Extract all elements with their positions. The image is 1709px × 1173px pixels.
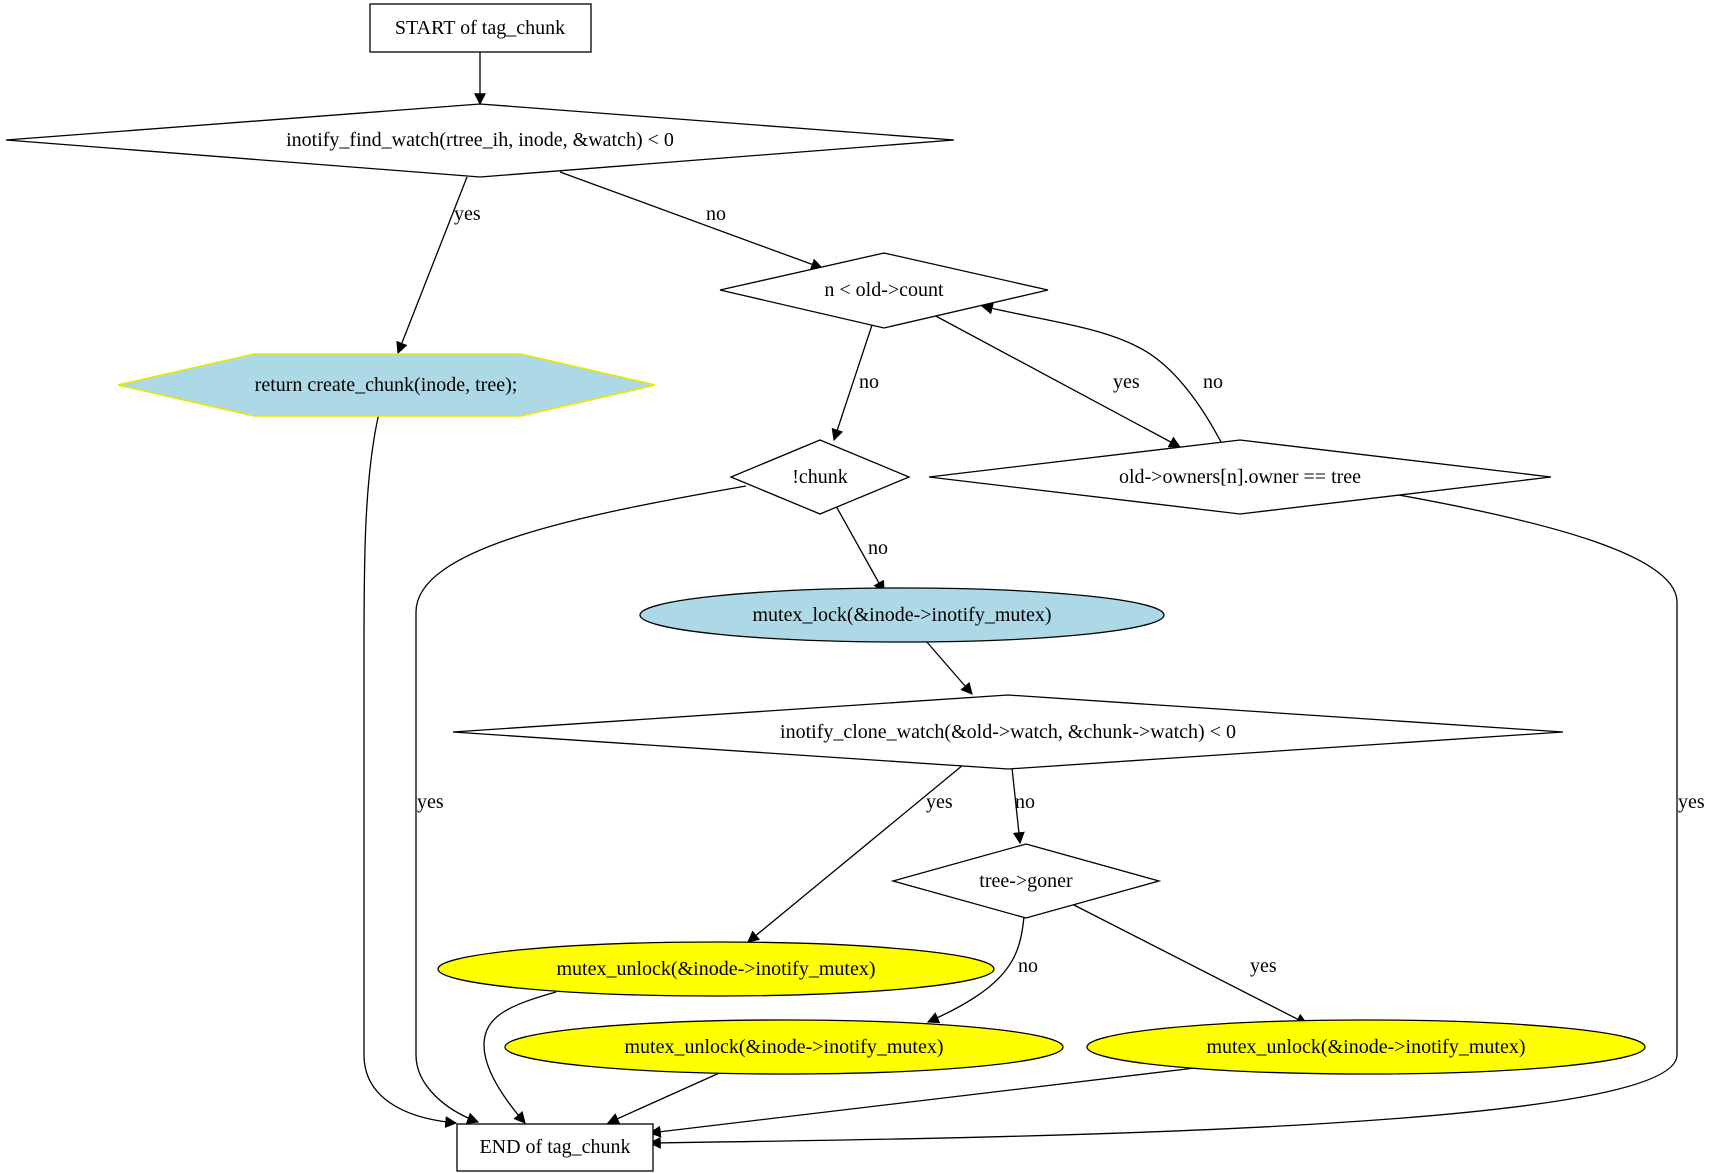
edge-label-owner-no: no <box>1203 371 1223 393</box>
node-not-chunk-decision[interactable]: !chunk <box>729 439 911 515</box>
edge-return-to-end <box>363 412 458 1129</box>
edge-labels: yes no no yes no yes yes no yes no no ye… <box>417 203 1705 977</box>
node-owner-label: old->owners[n].owner == tree <box>1119 466 1361 488</box>
edge-chunk-yes <box>415 485 747 1124</box>
edge-label-find-no: no <box>706 203 726 225</box>
node-clone-watch-label: inotify_clone_watch(&old->watch, &chunk-… <box>780 721 1236 743</box>
node-end-label: END of tag_chunk <box>479 1136 630 1158</box>
node-mutex-unlock-a-label: mutex_unlock(&inode->inotify_mutex) <box>557 958 876 980</box>
edge-clone-yes <box>747 764 964 943</box>
edge-label-chunk-yes: yes <box>417 791 444 813</box>
node-clone-watch-decision[interactable]: inotify_clone_watch(&old->watch, &chunk-… <box>452 694 1564 770</box>
edge-unlock-a-to-end <box>483 991 557 1124</box>
node-mutex-lock-label: mutex_lock(&inode->inotify_mutex) <box>753 604 1052 626</box>
edge-clone-no <box>1011 767 1025 845</box>
edge-label-clone-yes: yes <box>926 791 953 813</box>
edge-count-yes <box>931 313 1182 448</box>
node-owner-decision[interactable]: old->owners[n].owner == tree <box>928 439 1552 515</box>
edge-find-watch-no <box>559 171 824 270</box>
edge-goner-no <box>926 916 1025 1024</box>
node-start[interactable]: START of tag_chunk <box>369 3 592 53</box>
edge-label-owner-yes: yes <box>1678 791 1705 813</box>
edge-find-watch-yes <box>396 176 468 355</box>
node-return-create-chunk[interactable]: return create_chunk(inode, tree); <box>117 353 656 417</box>
node-count-decision[interactable]: n < old->count <box>719 252 1049 329</box>
node-mutex-unlock-b-label: mutex_unlock(&inode->inotify_mutex) <box>625 1036 944 1058</box>
edge-chunk-no <box>835 505 885 594</box>
node-count-label: n < old->count <box>824 279 944 301</box>
edge-label-find-yes: yes <box>454 203 481 225</box>
node-mutex-unlock-c-label: mutex_unlock(&inode->inotify_mutex) <box>1207 1036 1526 1058</box>
edge-label-goner-yes: yes <box>1250 955 1277 977</box>
node-not-chunk-label: !chunk <box>792 466 848 488</box>
edge-label-goner-no: no <box>1018 955 1038 977</box>
node-mutex-unlock-a[interactable]: mutex_unlock(&inode->inotify_mutex) <box>437 941 995 997</box>
node-return-create-label: return create_chunk(inode, tree); <box>255 374 518 396</box>
edges <box>363 52 1678 1149</box>
edge-count-no <box>831 324 873 442</box>
node-tree-goner-label: tree->goner <box>979 870 1073 892</box>
edge-unlock-c-to-end <box>648 1067 1196 1138</box>
edge-lock-to-clone <box>925 640 973 695</box>
node-mutex-unlock-b[interactable]: mutex_unlock(&inode->inotify_mutex) <box>504 1019 1064 1075</box>
node-tree-goner-decision[interactable]: tree->goner <box>890 843 1162 919</box>
edge-unlock-b-to-end <box>606 1069 727 1125</box>
edge-label-count-no: no <box>859 371 879 393</box>
node-find-watch-decision[interactable]: inotify_find_watch(rtree_ih, inode, &wat… <box>5 103 955 178</box>
edge-owner-yes <box>648 493 1678 1149</box>
edge-label-clone-no: no <box>1015 791 1035 813</box>
node-mutex-lock[interactable]: mutex_lock(&inode->inotify_mutex) <box>639 587 1165 643</box>
edge-label-chunk-no: no <box>868 537 888 559</box>
node-find-watch-label: inotify_find_watch(rtree_ih, inode, &wat… <box>286 129 674 151</box>
edge-owner-no-loop <box>980 302 1222 443</box>
node-end[interactable]: END of tag_chunk <box>456 1123 654 1172</box>
node-start-label: START of tag_chunk <box>395 17 565 39</box>
nodes: START of tag_chunk inotify_find_watch(rt… <box>5 3 1646 1172</box>
node-mutex-unlock-c[interactable]: mutex_unlock(&inode->inotify_mutex) <box>1086 1019 1646 1075</box>
edge-label-count-yes: yes <box>1113 371 1140 393</box>
edge-goner-yes <box>1071 903 1309 1025</box>
